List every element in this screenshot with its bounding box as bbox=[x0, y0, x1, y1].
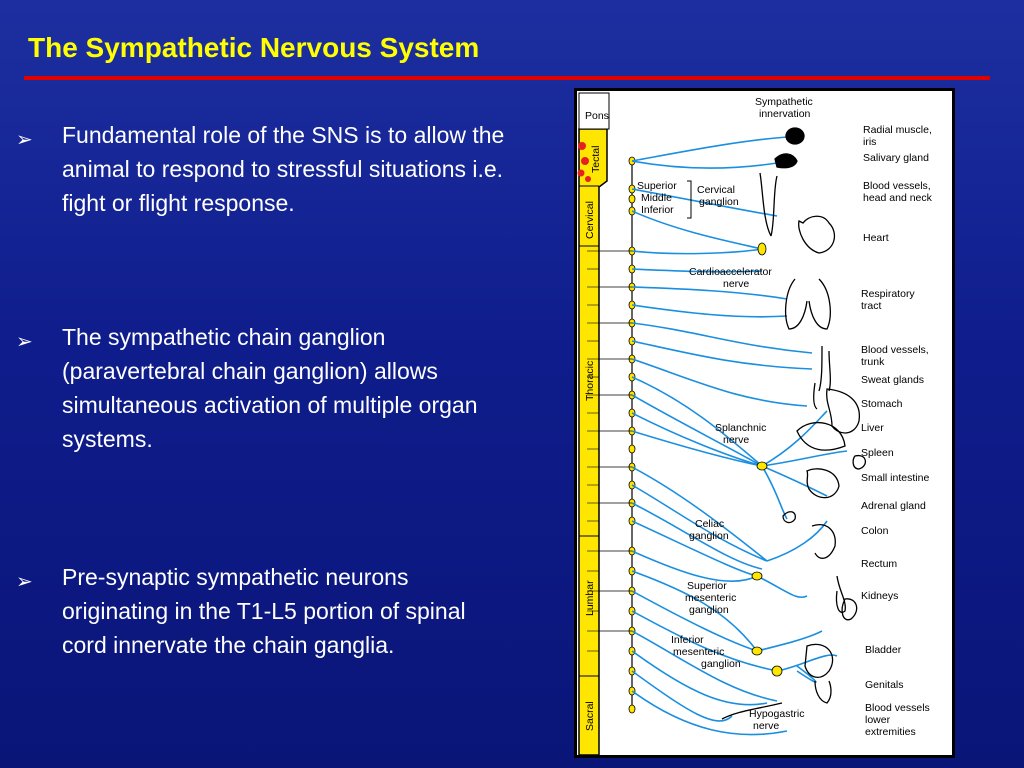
label-splanchnic: Splanchnic bbox=[715, 422, 766, 434]
target-head-neck: head and neck bbox=[863, 192, 933, 204]
organ-illustrations bbox=[721, 127, 866, 720]
target-trunk: trunk bbox=[861, 356, 885, 368]
head-vessel-icon bbox=[759, 172, 778, 237]
nerve-fibers bbox=[631, 136, 848, 736]
label-middle: Middle bbox=[641, 192, 672, 204]
target-sweat-glands: Sweat glands bbox=[861, 374, 924, 386]
bullet-3-text: Pre-synaptic sympathetic neurons origina… bbox=[62, 564, 466, 658]
label-inferior: Inferior bbox=[641, 204, 674, 216]
spine-label-pons: Pons bbox=[585, 110, 609, 122]
spine-label-lumbar: Lumbar bbox=[584, 580, 596, 616]
target-iris: iris bbox=[863, 136, 876, 148]
label-splanchnic-nerve: nerve bbox=[723, 434, 749, 446]
label-ganglion: ganglion bbox=[699, 196, 739, 208]
sweat-gland-icon bbox=[813, 382, 818, 410]
spine-label-cervical: Cervical bbox=[584, 201, 596, 239]
title-divider bbox=[24, 76, 990, 80]
label-superior: Superior bbox=[637, 180, 677, 192]
label-celiac: Celiac bbox=[695, 518, 724, 530]
heart-icon bbox=[798, 215, 836, 254]
colon-icon bbox=[811, 524, 836, 559]
target-bladder: Bladder bbox=[865, 644, 902, 656]
lower-vessel-icon bbox=[721, 702, 783, 720]
label-cardio-nerve: nerve bbox=[723, 278, 749, 290]
label-hypogastric-nerve: nerve bbox=[753, 720, 779, 732]
target-stomach: Stomach bbox=[861, 398, 903, 410]
spine-label-thoracic: Thoracic bbox=[584, 361, 596, 401]
target-kidneys: Kidneys bbox=[861, 590, 898, 602]
target-extremities: extremities bbox=[865, 726, 916, 738]
eye-icon bbox=[785, 127, 805, 145]
bladder-icon bbox=[804, 643, 834, 678]
target-blood-vessels-head: Blood vessels, bbox=[863, 180, 931, 192]
label-celiac-ganglion: ganglion bbox=[689, 530, 729, 542]
header-label-line1: Sympathetic bbox=[755, 96, 813, 108]
target-genitals: Genitals bbox=[865, 679, 904, 691]
target-radial-muscle: Radial muscle, bbox=[863, 124, 932, 136]
spinal-cord bbox=[577, 92, 610, 755]
bullet-2: ➢ The sympathetic chain ganglion (parave… bbox=[16, 320, 516, 456]
slide-title: The Sympathetic Nervous System bbox=[28, 32, 480, 63]
target-small-intestine: Small intestine bbox=[861, 472, 929, 484]
target-blood-vessels-trunk: Blood vessels, bbox=[861, 344, 929, 356]
diagram-svg: Pons Tectal Cervical Thoracic Lumbar Sac… bbox=[577, 92, 933, 755]
target-rectum: Rectum bbox=[861, 558, 897, 570]
label-cervical: Cervical bbox=[697, 184, 735, 196]
small-intestine-icon bbox=[806, 468, 840, 499]
trunk-vessel-icon bbox=[818, 345, 831, 392]
spine-label-tectal: Tectal bbox=[590, 146, 602, 173]
bullet-3: ➢ Pre-synaptic sympathetic neurons origi… bbox=[16, 560, 516, 662]
peripheral-ganglia bbox=[751, 242, 783, 677]
target-adrenal-gland: Adrenal gland bbox=[861, 500, 926, 512]
spine-label-sacral: Sacral bbox=[584, 701, 596, 731]
target-blood-vessels-lower: Blood vessels bbox=[865, 702, 930, 714]
liver-icon bbox=[796, 422, 846, 451]
rectum-icon bbox=[835, 575, 846, 613]
label-superior-mesenteric-2: mesenteric bbox=[685, 592, 736, 604]
target-liver: Liver bbox=[861, 422, 884, 434]
label-cardioaccelerator: Cardioaccelerator bbox=[689, 266, 772, 278]
bullet-1: ➢ Fundamental role of the SNS is to allo… bbox=[16, 118, 516, 220]
label-hypogastric: Hypogastric bbox=[749, 708, 804, 720]
target-salivary-gland: Salivary gland bbox=[863, 152, 929, 164]
target-colon: Colon bbox=[861, 525, 889, 537]
label-inferior-mesenteric: Inferior bbox=[671, 634, 704, 646]
label-superior-mesenteric-3: ganglion bbox=[689, 604, 729, 616]
target-respiratory: Respiratory bbox=[861, 288, 915, 300]
target-heart: Heart bbox=[863, 232, 889, 244]
genitals-icon bbox=[814, 680, 832, 704]
target-spleen: Spleen bbox=[861, 447, 894, 459]
sympathetic-diagram: Pons Tectal Cervical Thoracic Lumbar Sac… bbox=[574, 88, 955, 758]
label-inferior-mesenteric-3: ganglion bbox=[701, 658, 741, 670]
lungs-icon bbox=[784, 278, 831, 330]
kidney-icon bbox=[841, 598, 858, 621]
target-tract: tract bbox=[861, 300, 882, 312]
salivary-gland-icon bbox=[774, 153, 798, 169]
target-lower: lower bbox=[865, 714, 891, 726]
arrow-bullet-icon: ➢ bbox=[16, 127, 33, 151]
bullet-2-text: The sympathetic chain ganglion (paravert… bbox=[62, 324, 478, 452]
label-inferior-mesenteric-2: mesenteric bbox=[673, 646, 724, 658]
bullet-1-text: Fundamental role of the SNS is to allow … bbox=[62, 122, 505, 216]
sympathetic-chain bbox=[599, 156, 636, 714]
adrenal-gland-icon bbox=[782, 511, 796, 524]
arrow-bullet-icon: ➢ bbox=[16, 569, 33, 593]
spleen-icon bbox=[852, 454, 866, 470]
stomach-icon bbox=[825, 388, 860, 434]
label-superior-mesenteric: Superior bbox=[687, 580, 727, 592]
header-label-line2: innervation bbox=[759, 108, 811, 120]
arrow-bullet-icon: ➢ bbox=[16, 329, 33, 353]
